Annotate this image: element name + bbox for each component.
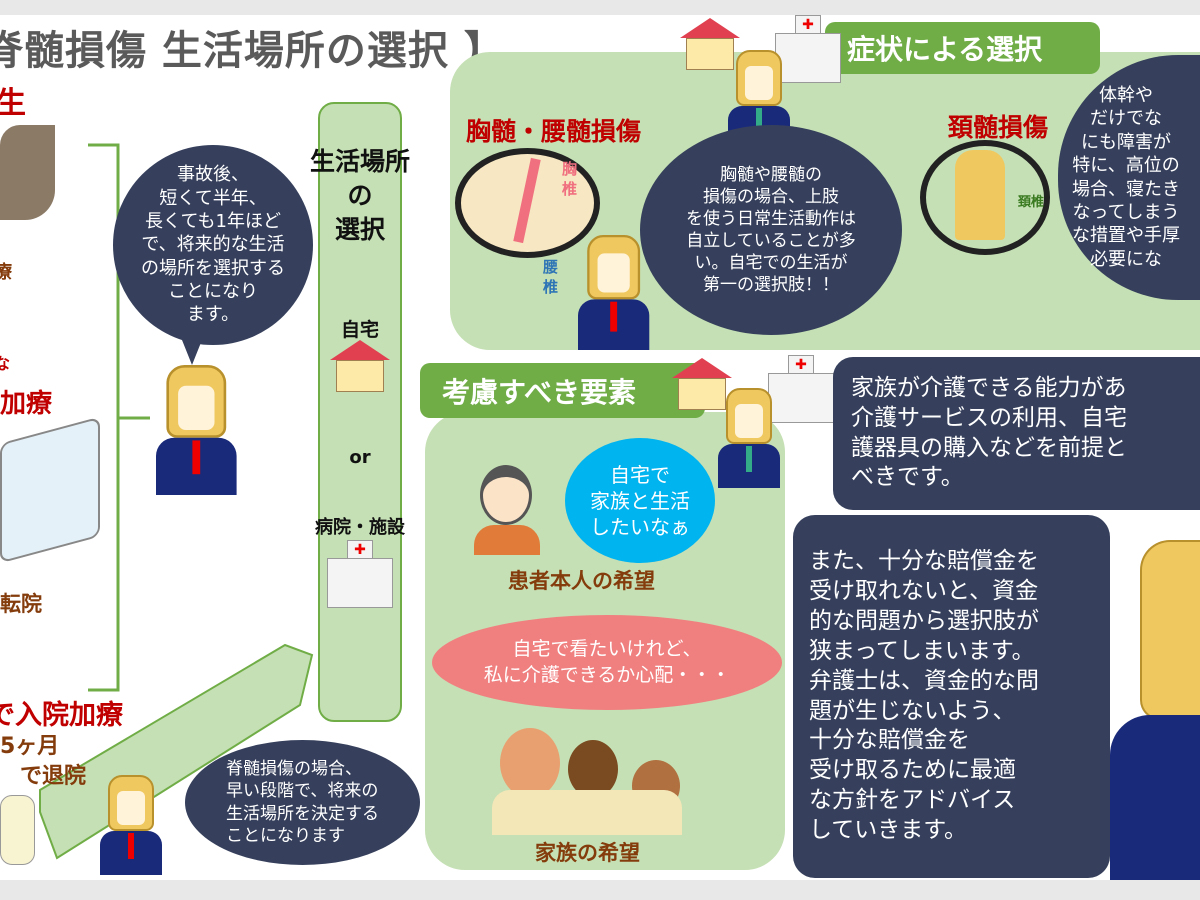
lawyer-mascot bbox=[156, 365, 237, 495]
thoracic-tag: 胸 椎 bbox=[562, 160, 578, 198]
discharged-person-illustration bbox=[0, 795, 35, 865]
timeline-label-inpatient: で入院加療 bbox=[0, 700, 123, 731]
lawyer-mascot-large bbox=[1140, 540, 1200, 720]
timeline-label-small-2: な bbox=[0, 354, 11, 373]
timing-speech-bubble: 事故後、 短くて半年、 長くても1年ほど で、将来的な生活 の場所を選択する こ… bbox=[113, 145, 313, 345]
timeline-bracket bbox=[88, 143, 150, 692]
lawyer-mascot-shrug bbox=[718, 388, 780, 488]
lawyer-mascot-pointing bbox=[578, 235, 650, 350]
thoracic-lumbar-title: 胸髄・腰髄損傷 bbox=[466, 117, 642, 146]
house-icon bbox=[672, 358, 732, 414]
patient-thought-cloud: 自宅で 家族と生活 したいなぁ bbox=[565, 438, 715, 563]
house-icon bbox=[680, 18, 740, 74]
patient-caption: 患者本人の希望 bbox=[508, 569, 655, 593]
patient-body bbox=[474, 525, 540, 555]
option-facility-label: 病院・施設 bbox=[315, 517, 405, 538]
timeline-label-discharge: で退院 bbox=[20, 764, 87, 789]
early-decision-speech-bubble: 脊髄損傷の場合、 早い段階で、将来の 生活場所を決定する ことになります bbox=[185, 740, 420, 865]
page-title: 【脊髄損傷 生活場所の選択 】 bbox=[0, 28, 505, 74]
cervical-title: 頚髄損傷 bbox=[948, 113, 1049, 142]
living-place-choice-column bbox=[318, 102, 402, 722]
family-caption: 家族の希望 bbox=[535, 841, 640, 865]
symptom-panel-label: 症状による選択 bbox=[825, 22, 1100, 74]
advice-box-compensation: また、十分な賠償金を 受け取れないと、資金 的な問題から選択肢が 狭まってしまい… bbox=[793, 515, 1110, 878]
hospital-icon: ✚ bbox=[327, 540, 393, 610]
patient-face bbox=[480, 465, 532, 525]
hospital-icon: ✚ bbox=[775, 15, 841, 85]
cervical-speech-bubble: 体幹や だけでな にも障害が 特に、高位の 場合、寝たき なってしまう な措置や… bbox=[1058, 55, 1200, 300]
timeline-label-treatment: 加療 bbox=[0, 389, 53, 419]
house-icon bbox=[330, 340, 390, 396]
lawyer-mascot-pointer bbox=[100, 775, 162, 875]
family-bodies bbox=[492, 790, 682, 835]
advice-box-family: 家族が介護できる能力があ 介護サービスの利用、自宅 護器具の購入などを前提と べ… bbox=[833, 357, 1200, 510]
family-daughter bbox=[568, 740, 618, 798]
cervical-tag: 頚椎 bbox=[1018, 195, 1045, 210]
factors-panel-label: 考慮すべき要素 bbox=[420, 363, 705, 418]
timeline-label-transfer: 転院 bbox=[0, 592, 42, 616]
lawyer-mascot-suit bbox=[1110, 715, 1200, 880]
timeline-label-top: 生 bbox=[0, 86, 26, 121]
timeline-label-small-1: 療 bbox=[0, 262, 12, 283]
choice-heading: 生活場所 の 選択 bbox=[309, 147, 410, 244]
option-home-label: 自宅 bbox=[340, 319, 379, 341]
bottom-bar bbox=[0, 880, 1200, 900]
injured-person-illustration bbox=[0, 125, 55, 220]
thoracic-speech-bubble: 胸髄や腰髄の 損傷の場合、上肢 を使う日常生活動作は 自立していることが多 い。… bbox=[640, 125, 902, 335]
mascot-profile bbox=[955, 150, 1005, 240]
bubble-tail bbox=[180, 335, 204, 365]
or-label: or bbox=[349, 447, 371, 468]
lumbar-tag: 腰 椎 bbox=[543, 258, 559, 296]
family-mother bbox=[500, 728, 560, 798]
timeline-label-months: 5ヶ月 bbox=[0, 734, 60, 759]
hospital-icon: ✚ bbox=[768, 355, 834, 425]
top-bar bbox=[0, 0, 1200, 15]
family-thought-cloud: 自宅で看たいけれど、 私に介護できるか心配・・・ bbox=[432, 615, 782, 710]
